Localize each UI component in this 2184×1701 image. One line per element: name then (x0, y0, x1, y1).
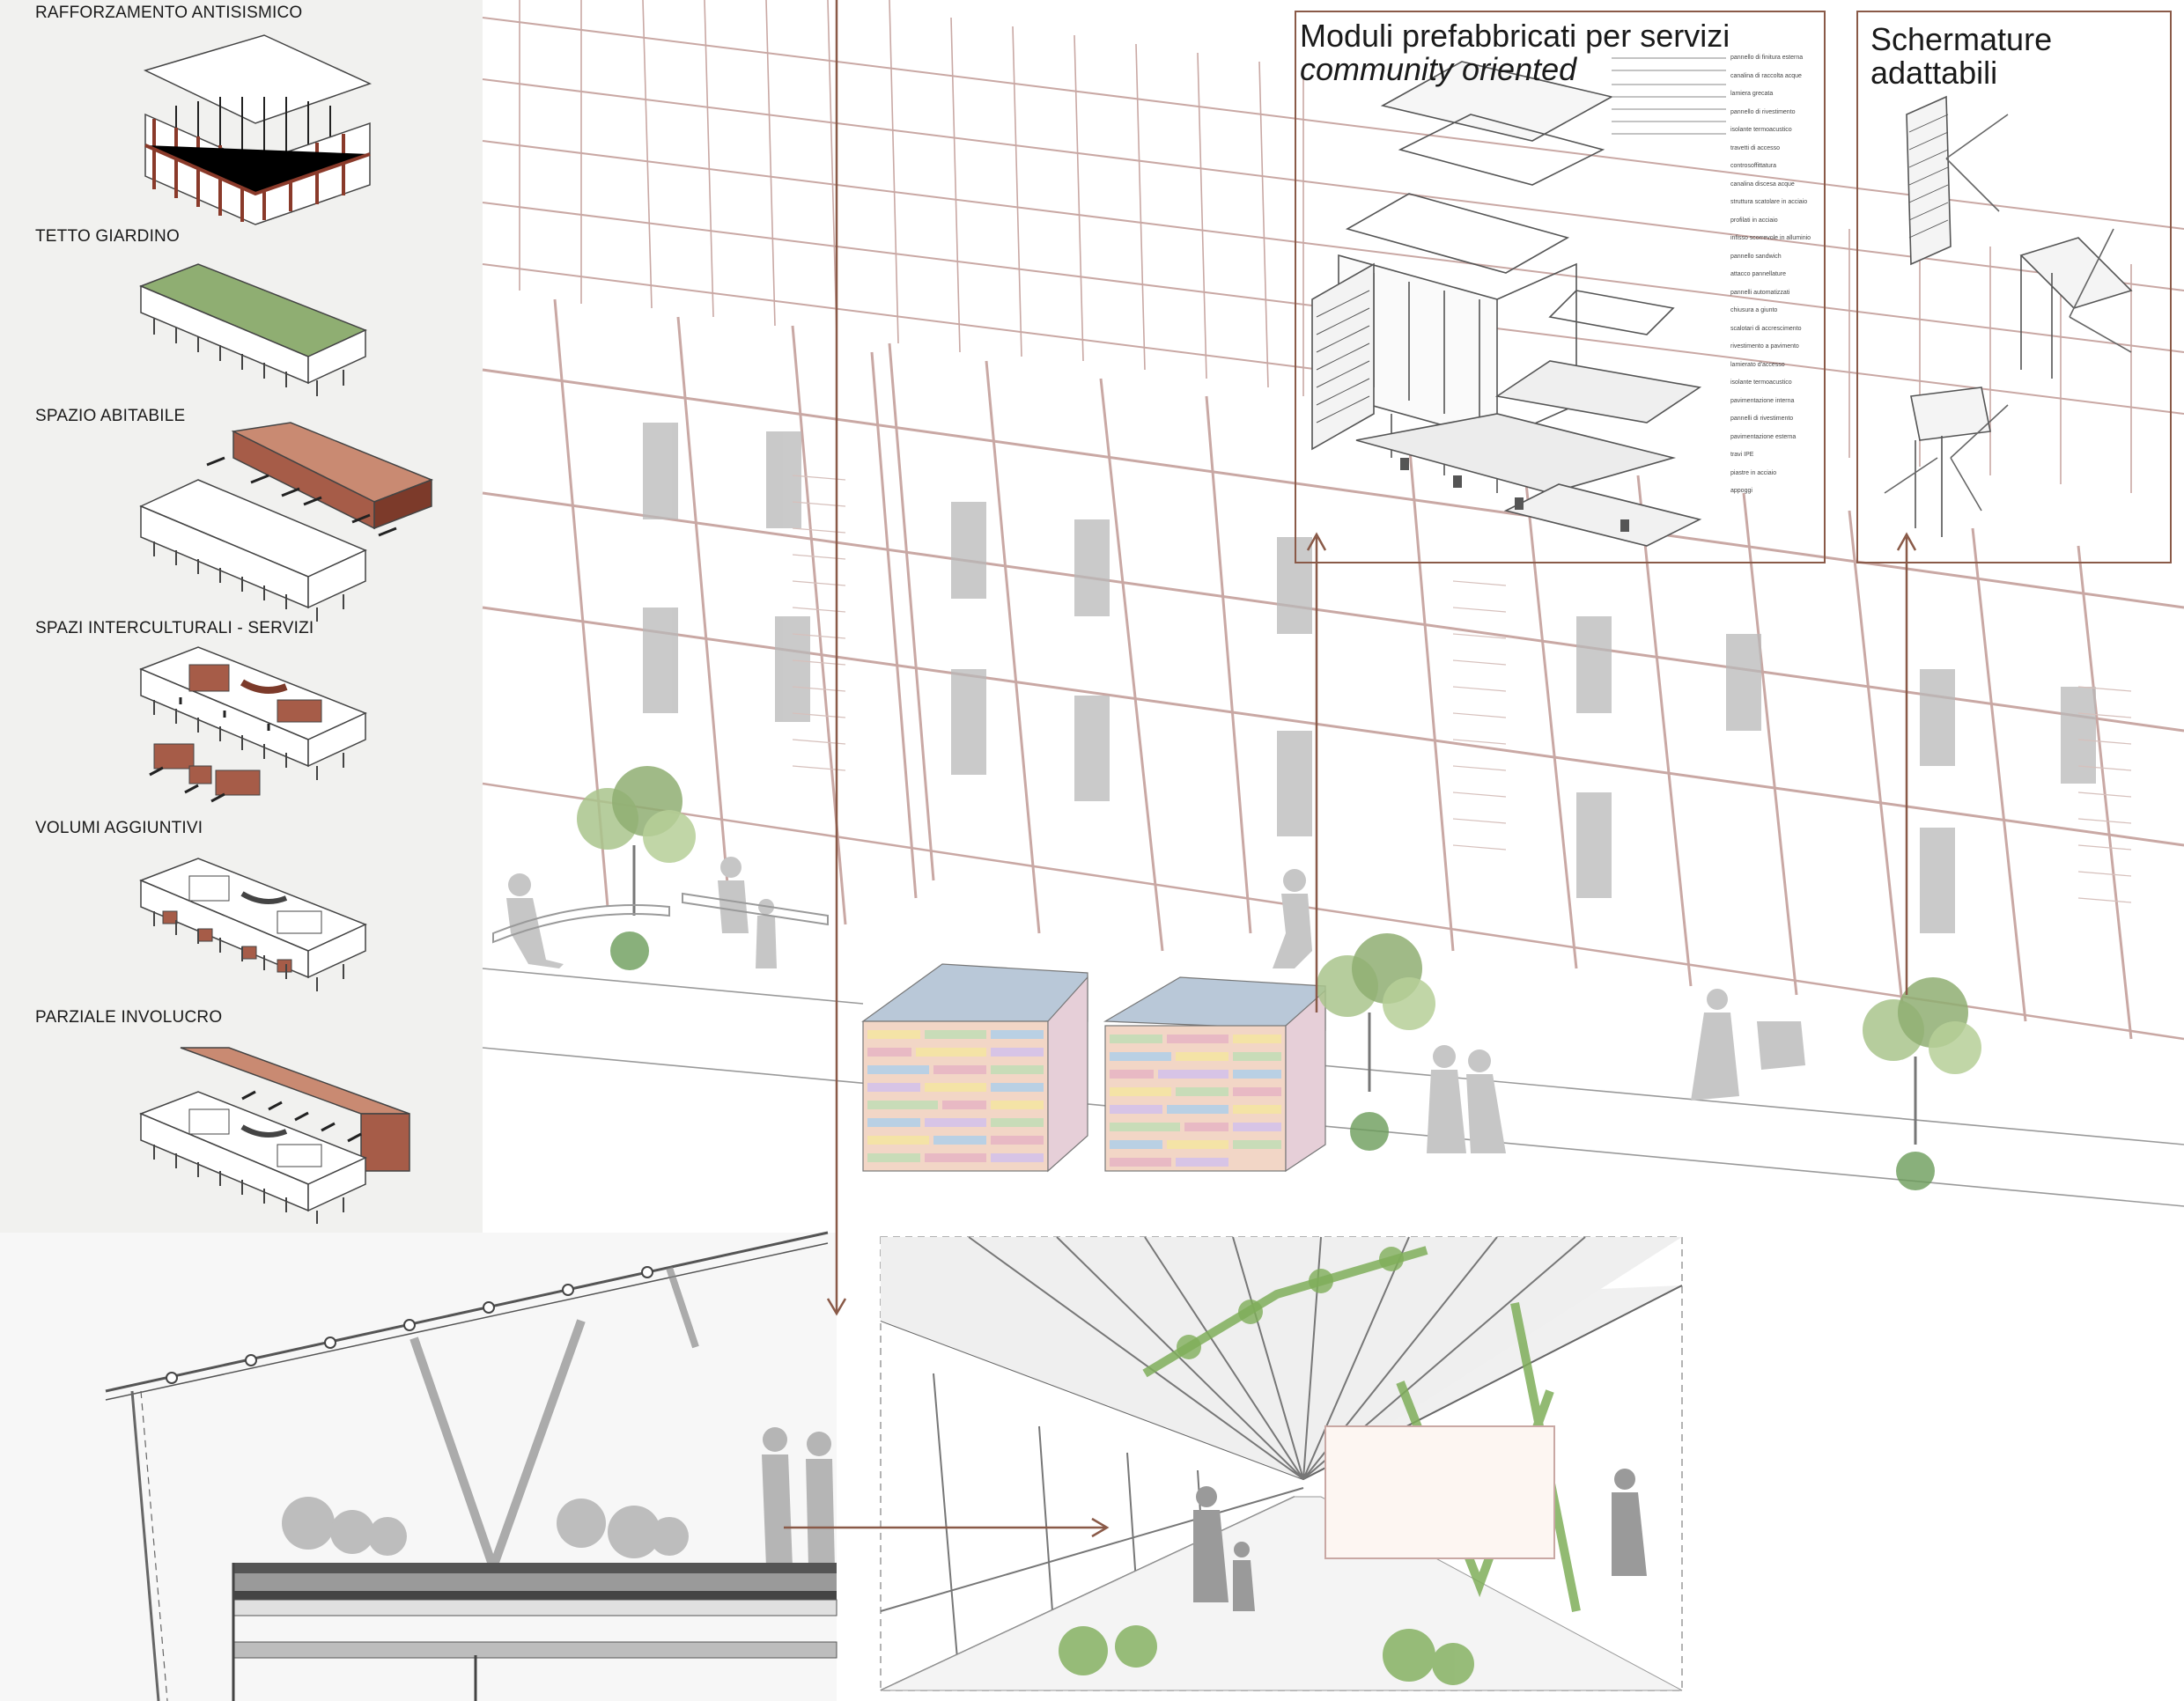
shading-panel-title: Schermature adattabili (1870, 23, 2052, 90)
module-title-line2: community oriented (1300, 50, 1577, 87)
module-inset-panel (1295, 11, 1826, 563)
prefab-module-left (861, 963, 1088, 1173)
module-callout-label: scalotari di accrescimento (1730, 325, 1802, 332)
tree-right (1863, 977, 1981, 1190)
module-callout-label: pannello sandwich (1730, 253, 1782, 260)
module-callout-label: canalina di raccolta acque (1730, 72, 1802, 79)
shading-inset-panel (1856, 11, 2172, 563)
module-title-line1: Moduli prefabbricati per servizi (1300, 18, 1730, 54)
diagram-additional-volumes (138, 858, 367, 991)
diagram-living-space (139, 422, 434, 622)
step-label-intercultural: SPAZI INTERCULTURALI - SERVIZI (35, 619, 314, 637)
module-exploded-drawing (1311, 57, 1726, 547)
module-callout-label: struttura scatolare in acciaio (1730, 199, 1808, 205)
prefab-module-right (1103, 976, 1326, 1173)
tree-left (577, 766, 696, 970)
green-roof-section (0, 1231, 837, 1701)
module-callout-label: isolante termoacustico (1730, 379, 1792, 386)
diagram-antiseismic (143, 34, 373, 225)
module-callout-label: piastre in acciaio (1730, 469, 1777, 476)
module-callout-label: chiusura a giunto (1730, 307, 1778, 313)
module-callout-label: travetti di accesso (1730, 144, 1781, 151)
module-callout-label: canalina discesa acque (1730, 180, 1795, 188)
module-callout-label: lamierato d'accesso (1730, 361, 1785, 368)
diagram-green-roof (138, 263, 367, 396)
module-callout-label: travi IPE (1730, 452, 1754, 458)
module-callout-label: attacco pannellature (1730, 271, 1787, 277)
connector-arrows (784, 0, 1917, 1538)
module-callout-label: pavimentazione interna (1730, 397, 1795, 404)
module-callout-label: lamiera grecata (1730, 91, 1774, 97)
benches (492, 892, 829, 944)
shading-title-line1: Schermature (1870, 21, 2053, 57)
module-panel-title: Moduli prefabbricati per servizi communi… (1300, 19, 1730, 86)
shading-title-line2: adattabili (1870, 54, 1998, 91)
tree-middle (1317, 933, 1435, 1151)
module-callout-label: profilati in acciaio (1730, 217, 1778, 224)
diagram-intercultural-spaces (138, 646, 367, 803)
module-callout-label: controsoffittatura (1730, 163, 1777, 169)
people-silhouettes (506, 857, 1805, 1153)
module-callout-label: isolante termoacustico (1730, 127, 1792, 133)
main-facade-axonometry (482, 0, 2184, 1041)
module-callout-label: pannello di finitura esterna (1730, 55, 1804, 61)
shading-systems-drawing (1884, 95, 2133, 537)
diagram-partial-envelope (138, 1047, 410, 1224)
module-callout-label: pannelli di rivestimento (1730, 416, 1794, 422)
step-label-green-roof: TETTO GIARDINO (35, 227, 180, 246)
step-label-additional-volumes: VOLUMI AGGIUNTIVI (35, 819, 203, 837)
module-callout-label: pannello di rivestimento (1730, 108, 1796, 115)
step-label-partial-envelope: PARZIALE INVOLUCRO (35, 1008, 223, 1027)
module-callout-label: infisso scorrevole in alluminio (1730, 235, 1811, 241)
covered-walkway-perspective (880, 1236, 1683, 1691)
module-callout-label: appoggi (1730, 488, 1752, 494)
module-callout-label: pavimentazione esterna (1730, 433, 1797, 440)
step-label-living-space: SPAZIO ABITABILE (35, 407, 186, 425)
step-label-antiseismic: RAFFORZAMENTO ANTISISMICO (35, 4, 303, 22)
module-callout-label: rivestimento a pavimento (1730, 343, 1799, 350)
module-callout-label: pannelli automatizzati (1730, 289, 1790, 296)
